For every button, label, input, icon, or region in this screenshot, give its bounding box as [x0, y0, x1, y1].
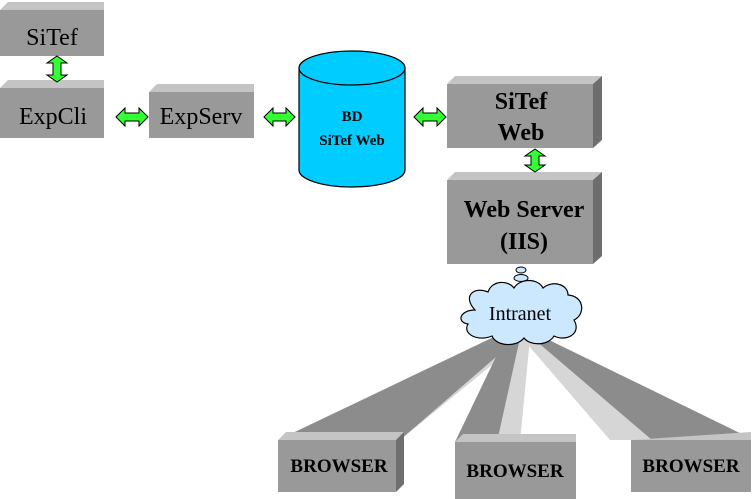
expserv-label: ExpServ — [160, 104, 243, 130]
sitef-web-label-line2: Web — [498, 120, 545, 146]
browser-center-box: BROWSER — [455, 434, 576, 499]
cloud-icon — [460, 279, 583, 346]
web-server-box: Web Server (IIS) — [447, 172, 602, 264]
beam-center-dark — [455, 338, 520, 442]
beam-left-dark — [278, 334, 518, 440]
double-arrow-icon — [263, 106, 296, 128]
expcli-box: ExpCli — [0, 80, 104, 138]
database-label-line1: BD — [342, 109, 363, 125]
database-label-line2: SiTef Web — [319, 133, 384, 149]
beam-right-dark — [528, 334, 750, 440]
double-arrow-icon — [115, 106, 149, 128]
browser-right-box: BROWSER — [631, 432, 751, 492]
intranet-cloud: Intranet — [460, 279, 583, 346]
sitef-web-box: SiTef Web — [447, 76, 602, 148]
browser-left-label: BROWSER — [290, 456, 387, 477]
double-arrow-icon — [523, 148, 547, 173]
web-server-label-line1: Web Server — [464, 197, 585, 223]
browser-right-label: BROWSER — [642, 456, 739, 477]
sitef-label: SiTef — [26, 25, 78, 51]
expserv-box: ExpServ — [149, 84, 254, 138]
double-arrow-icon — [45, 55, 69, 83]
network-beams — [278, 334, 750, 442]
browser-left-box: BROWSER — [278, 432, 404, 492]
cloud-trail — [513, 266, 529, 282]
cylinder-icon — [298, 67, 406, 188]
double-arrow-icon — [413, 106, 447, 128]
beam-center-light — [497, 338, 530, 442]
expcli-label: ExpCli — [19, 104, 87, 130]
intranet-label: Intranet — [489, 303, 552, 325]
sitef-box: SiTef — [0, 2, 104, 56]
web-server-label-line2: (IIS) — [500, 229, 548, 255]
sitef-web-label-line1: SiTef — [495, 89, 548, 115]
browser-center-label: BROWSER — [466, 461, 563, 482]
database-cylinder: BD SiTef Web — [298, 50, 406, 188]
